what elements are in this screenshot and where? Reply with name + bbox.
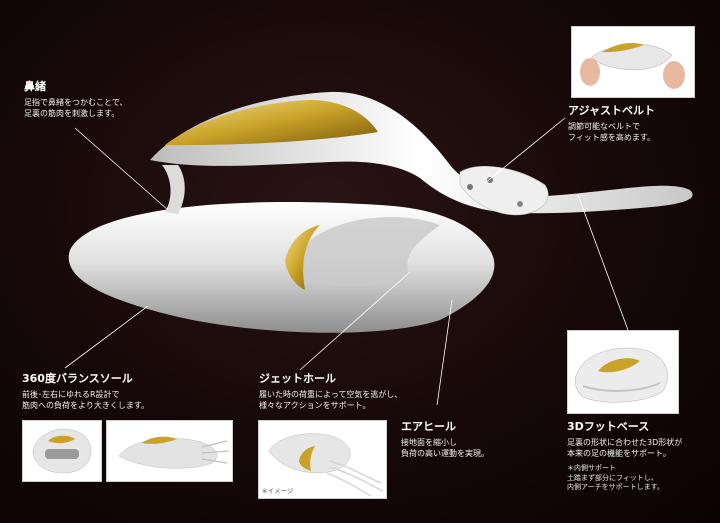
label-jet-hole: ジェットホール 履いた時の荷重によって空気を逃がし、 様々なアクションをサポート… bbox=[259, 372, 459, 411]
adjust-belt-photo bbox=[571, 26, 695, 98]
label-air-heel: エアヒール 接地面を縮小し 負荷の高い運動を実現。 bbox=[401, 420, 551, 459]
image-caption: ※イメージ bbox=[262, 487, 294, 495]
adjust-belt-title: アジャストベルト bbox=[568, 104, 656, 117]
foot-base-desc: 足裏の形状に合わせた3D形状が 本来の足の機能をサポート。 bbox=[567, 437, 683, 458]
jet-hole-desc: 履いた時の荷重によって空気を逃がし、 様々なアクションをサポート。 bbox=[259, 389, 403, 410]
foot-base-photo bbox=[567, 330, 679, 414]
hanao-title: 鼻緒 bbox=[24, 80, 46, 93]
foot-base-title: 3Dフットベース bbox=[567, 420, 650, 433]
label-adjust-belt: アジャストベルト 調節可能なベルトで フィット感を高めます。 bbox=[568, 104, 708, 143]
balance-sole-side-photo bbox=[106, 420, 233, 482]
hanao-desc: 足指で鼻緒をつかむことで、 足裏の筋肉を刺激します。 bbox=[24, 97, 128, 118]
air-heel-desc: 接地面を縮小し 負荷の高い運動を実現。 bbox=[401, 437, 489, 458]
label-foot-base: 3Dフットベース 足裏の形状に合わせた3D形状が 本来の足の機能をサポート。 ＊… bbox=[567, 420, 717, 493]
jet-hole-title: ジェットホール bbox=[259, 372, 336, 385]
label-hanao: 鼻緒 足指で鼻緒をつかむことで、 足裏の筋肉を刺激します。 bbox=[24, 80, 224, 119]
label-balance-sole: 360度バランスソール 前後･左右にゆれるR設計で 筋肉への負荷をより大きくしま… bbox=[22, 372, 242, 411]
air-heel-title: エアヒール bbox=[401, 420, 456, 433]
jet-hole-photo bbox=[258, 420, 387, 499]
foot-base-note: ＊内側サポート 土踏まず部分にフィットし、 内側アーチをサポートします。 bbox=[567, 464, 664, 492]
balance-sole-title: 360度バランスソール bbox=[22, 372, 133, 385]
balance-sole-desc: 前後･左右にゆれるR設計で 筋肉への負荷をより大きくします。 bbox=[22, 389, 150, 410]
balance-sole-front-photo bbox=[22, 420, 102, 482]
adjust-belt-desc: 調節可能なベルトで フィット感を高めます。 bbox=[568, 121, 656, 142]
